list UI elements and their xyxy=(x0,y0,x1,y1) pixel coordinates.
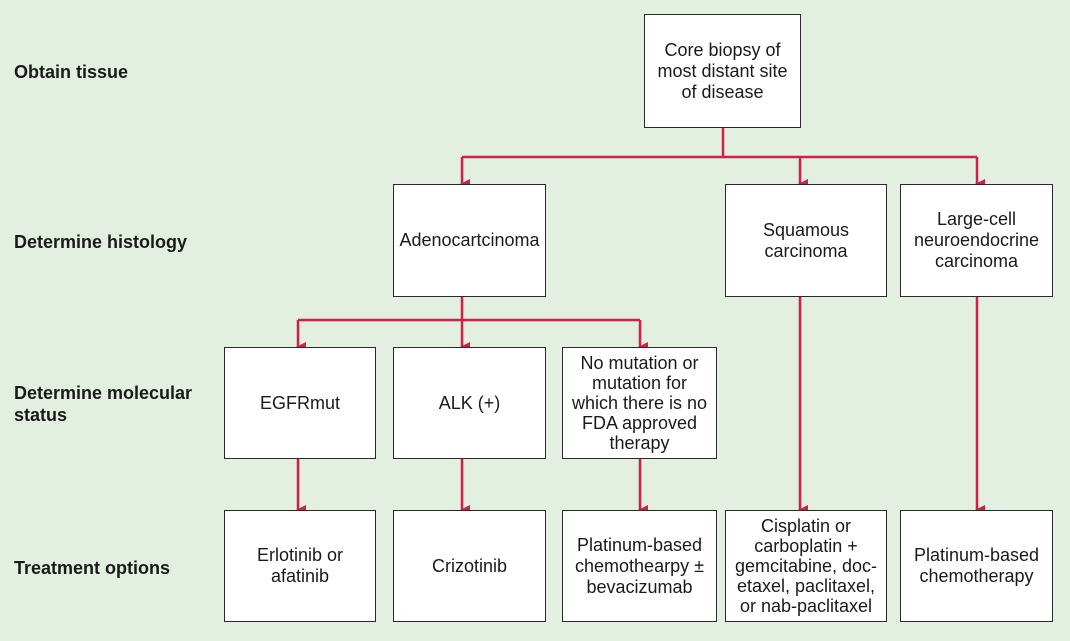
box-no-mutation: No mutation or mutation for which there … xyxy=(562,347,717,459)
row-label-determine-molecular-status: Determine molecular status xyxy=(14,383,193,425)
box-tx-erlotinib-afatinib: Erlotinib or afatinib xyxy=(224,510,376,622)
box-tx-crizotinib: Crizotinib xyxy=(393,510,546,622)
box-tx-platinum-bevacizumab: Platinum-based chemothearpy ± bevacizuma… xyxy=(562,510,717,622)
box-tx-platinum-chemotherapy: Platinum-based chemotherapy xyxy=(900,510,1053,622)
box-tx-cisplatin-carboplatin: Cisplatin or carboplatin + gemcitabine, … xyxy=(725,510,887,622)
box-large-cell-carcinoma: Large-cell neuroendocrine carcinoma xyxy=(900,184,1053,297)
row-label-treatment-options: Treatment options xyxy=(14,558,171,578)
box-adenocarcinoma: Adenocartcinoma xyxy=(393,184,546,297)
row-label-obtain-tissue: Obtain tissue xyxy=(14,62,129,82)
box-alk-positive: ALK (+) xyxy=(393,347,546,459)
box-squamous-carcinoma: Squamous carcinoma xyxy=(725,184,887,297)
row-label-determine-histology: Determine histology xyxy=(14,232,188,252)
box-egfr-mut: EGFRmut xyxy=(224,347,376,459)
box-core-biopsy: Core biopsy of most distant site of dise… xyxy=(644,14,801,128)
